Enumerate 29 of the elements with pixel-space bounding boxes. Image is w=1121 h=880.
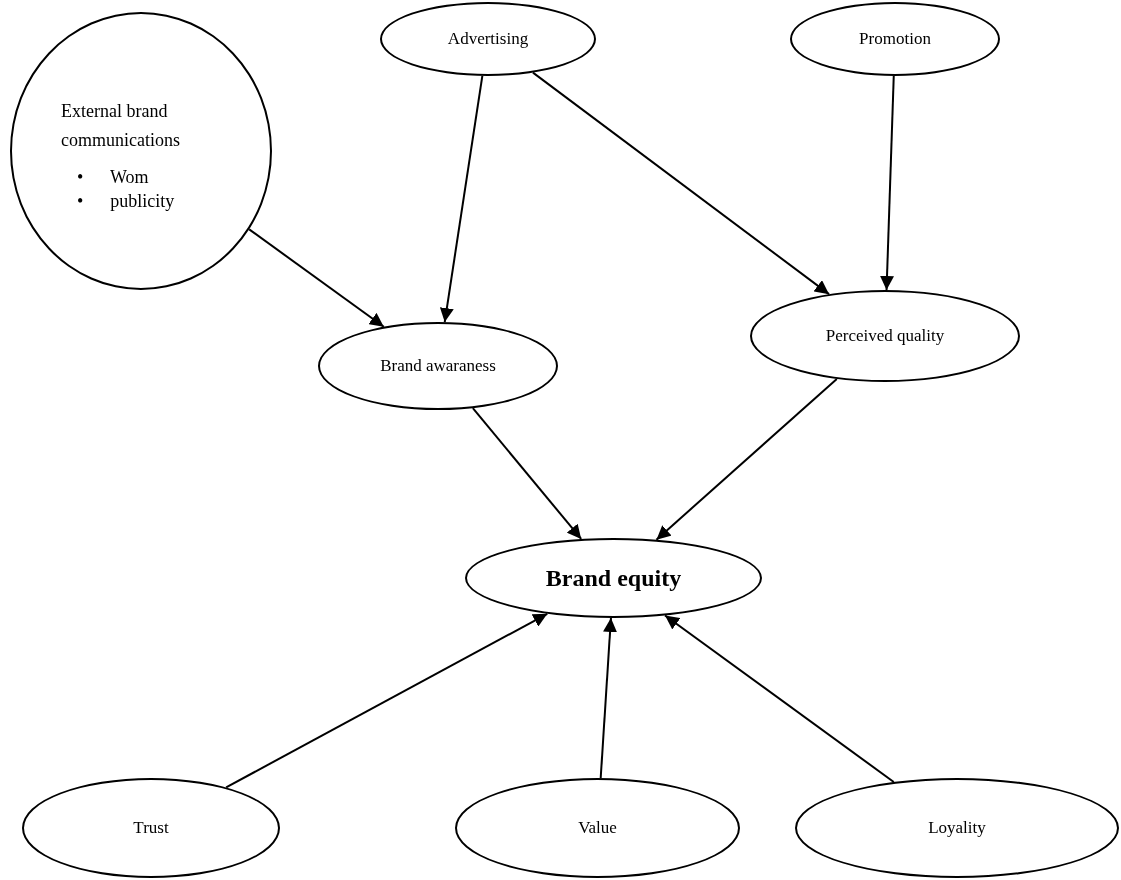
bullet-item: • publicity: [77, 189, 176, 213]
node-label: Trust: [133, 817, 169, 840]
concept-ellipse: [455, 778, 740, 878]
arrow: [664, 614, 895, 783]
node-label: Perceived quality: [825, 325, 945, 348]
node-label: Brand awaraness: [380, 355, 496, 378]
node-label: Promotion: [859, 28, 931, 51]
concept-ellipse: [750, 290, 1020, 382]
concept-ellipse: [318, 322, 558, 410]
bullet-item: • Wom: [77, 166, 150, 190]
arrow: [880, 75, 895, 291]
node-label: Value: [578, 817, 617, 840]
concept-ellipse: [790, 2, 1000, 76]
central-ellipse: [465, 538, 762, 618]
node-label: Loyality: [928, 817, 986, 840]
arrow: [655, 377, 838, 541]
arrow: [225, 612, 549, 789]
arrow: [531, 71, 831, 296]
concept-ellipse: [22, 778, 280, 878]
arrow: [471, 407, 583, 540]
concept-ellipse: [380, 2, 596, 76]
node-label: External brand communications: [61, 99, 181, 152]
concept-ellipse: [795, 778, 1119, 878]
arrow: [248, 228, 385, 328]
arrow: [599, 617, 618, 779]
node-label: Brand equity: [545, 564, 682, 593]
arrow: [439, 74, 484, 324]
concept-circle: [10, 12, 272, 290]
node-label: Advertising: [447, 28, 529, 51]
